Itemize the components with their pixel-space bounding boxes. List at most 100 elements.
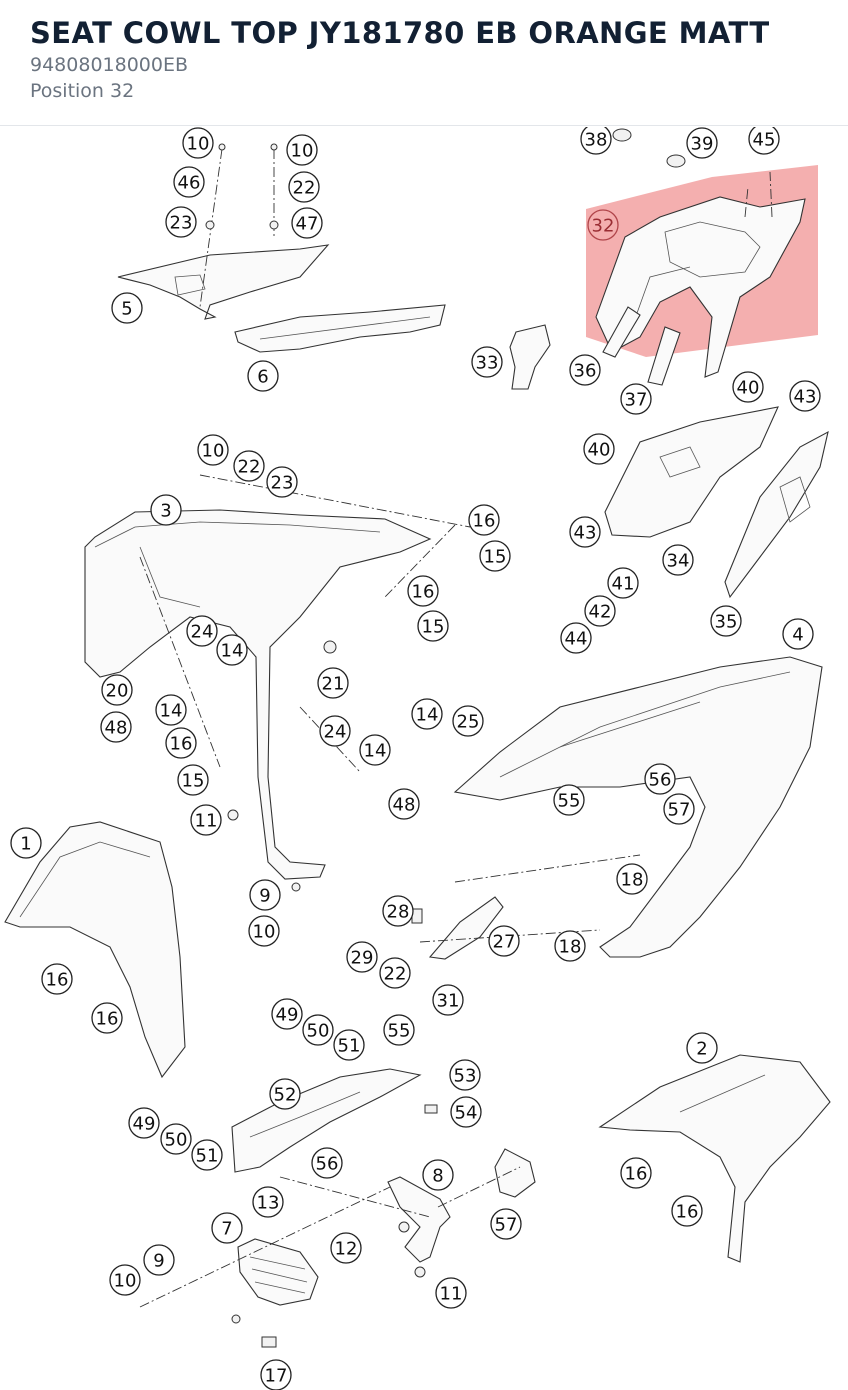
callout-50[interactable]: 50 bbox=[160, 1123, 192, 1155]
callout-10[interactable]: 10 bbox=[197, 434, 229, 466]
callout-1[interactable]: 1 bbox=[10, 827, 42, 859]
callout-37[interactable]: 37 bbox=[620, 383, 652, 415]
part-32-seat-cowl-top[interactable] bbox=[595, 196, 806, 378]
callout-12[interactable]: 12 bbox=[330, 1232, 362, 1264]
callout-57[interactable]: 57 bbox=[663, 793, 695, 825]
callout-14[interactable]: 14 bbox=[155, 694, 187, 726]
callout-10[interactable]: 10 bbox=[182, 127, 214, 159]
part-7-grille[interactable] bbox=[237, 1238, 319, 1306]
callout-11[interactable]: 11 bbox=[435, 1277, 467, 1309]
callout-40[interactable]: 40 bbox=[583, 433, 615, 465]
callout-18[interactable]: 18 bbox=[554, 930, 586, 962]
part-8-bracket[interactable] bbox=[387, 1176, 451, 1263]
callout-13[interactable]: 13 bbox=[252, 1186, 284, 1218]
callout-51[interactable]: 51 bbox=[191, 1139, 223, 1171]
callout-15[interactable]: 15 bbox=[177, 764, 209, 796]
callout-14[interactable]: 14 bbox=[216, 634, 248, 666]
callout-16[interactable]: 16 bbox=[620, 1157, 652, 1189]
callout-10[interactable]: 10 bbox=[109, 1264, 141, 1296]
part-3-front-fairing[interactable] bbox=[84, 509, 432, 880]
callout-23[interactable]: 23 bbox=[165, 206, 197, 238]
callout-28[interactable]: 28 bbox=[382, 895, 414, 927]
callout-8[interactable]: 8 bbox=[422, 1159, 454, 1191]
callout-20[interactable]: 20 bbox=[101, 674, 133, 706]
callout-15[interactable]: 15 bbox=[479, 540, 511, 572]
callout-49[interactable]: 49 bbox=[128, 1107, 160, 1139]
callout-22[interactable]: 22 bbox=[288, 171, 320, 203]
callout-9[interactable]: 9 bbox=[249, 879, 281, 911]
callout-32[interactable]: 32 bbox=[587, 209, 619, 241]
callout-49[interactable]: 49 bbox=[271, 998, 303, 1030]
callout-53[interactable]: 53 bbox=[449, 1059, 481, 1091]
callout-54[interactable]: 54 bbox=[450, 1096, 482, 1128]
callout-34[interactable]: 34 bbox=[662, 544, 694, 576]
callout-51[interactable]: 51 bbox=[333, 1029, 365, 1061]
callout-55[interactable]: 55 bbox=[383, 1014, 415, 1046]
callout-15[interactable]: 15 bbox=[417, 610, 449, 642]
callout-48[interactable]: 48 bbox=[388, 788, 420, 820]
callout-25[interactable]: 25 bbox=[452, 705, 484, 737]
callout-16[interactable]: 16 bbox=[165, 727, 197, 759]
part-2-right-cowl[interactable] bbox=[598, 1054, 831, 1263]
callout-6[interactable]: 6 bbox=[247, 360, 279, 392]
callout-42[interactable]: 42 bbox=[584, 595, 616, 627]
callout-18[interactable]: 18 bbox=[616, 863, 648, 895]
part-1-left-cowl[interactable] bbox=[4, 821, 186, 1079]
part-6-rail-bracket[interactable] bbox=[234, 304, 446, 353]
callout-36[interactable]: 36 bbox=[569, 354, 601, 386]
part-4-rear-side-fairing[interactable] bbox=[453, 656, 823, 958]
callout-14[interactable]: 14 bbox=[359, 734, 391, 766]
callout-10[interactable]: 10 bbox=[248, 915, 280, 947]
callout-35[interactable]: 35 bbox=[710, 605, 742, 637]
callout-16[interactable]: 16 bbox=[671, 1195, 703, 1227]
callout-5[interactable]: 5 bbox=[111, 292, 143, 324]
callout-47[interactable]: 47 bbox=[291, 207, 323, 239]
callout-23[interactable]: 23 bbox=[266, 466, 298, 498]
callout-22[interactable]: 22 bbox=[233, 450, 265, 482]
callout-16[interactable]: 16 bbox=[41, 963, 73, 995]
callout-24[interactable]: 24 bbox=[319, 715, 351, 747]
callout-57[interactable]: 57 bbox=[490, 1208, 522, 1240]
callout-56[interactable]: 56 bbox=[644, 763, 676, 795]
callout-56[interactable]: 56 bbox=[311, 1147, 343, 1179]
part-33-bracket[interactable] bbox=[509, 324, 551, 390]
callout-38[interactable]: 38 bbox=[580, 127, 612, 155]
callout-10[interactable]: 10 bbox=[286, 134, 318, 166]
callout-48[interactable]: 48 bbox=[100, 711, 132, 743]
callout-16[interactable]: 16 bbox=[468, 504, 500, 536]
callout-21[interactable]: 21 bbox=[317, 667, 349, 699]
callout-17[interactable]: 17 bbox=[260, 1359, 292, 1390]
part-57-bracket[interactable] bbox=[494, 1148, 536, 1198]
callout-39[interactable]: 39 bbox=[686, 127, 718, 159]
callout-3[interactable]: 3 bbox=[150, 494, 182, 526]
callout-2[interactable]: 2 bbox=[686, 1032, 718, 1064]
callout-27[interactable]: 27 bbox=[488, 925, 520, 957]
callout-43[interactable]: 43 bbox=[569, 516, 601, 548]
callout-7[interactable]: 7 bbox=[211, 1212, 243, 1244]
callout-29[interactable]: 29 bbox=[346, 941, 378, 973]
callout-4[interactable]: 4 bbox=[782, 618, 814, 650]
callout-50[interactable]: 50 bbox=[302, 1014, 334, 1046]
callout-41[interactable]: 41 bbox=[607, 567, 639, 599]
part-37-clip-strip[interactable] bbox=[647, 326, 681, 386]
callout-11[interactable]: 11 bbox=[190, 804, 222, 836]
callout-44[interactable]: 44 bbox=[560, 622, 592, 654]
callout-52[interactable]: 52 bbox=[269, 1078, 301, 1110]
callout-43[interactable]: 43 bbox=[789, 380, 821, 412]
part-52-lower-bracket[interactable] bbox=[231, 1068, 422, 1173]
callout-33[interactable]: 33 bbox=[471, 346, 503, 378]
callout-55[interactable]: 55 bbox=[553, 784, 585, 816]
callout-22[interactable]: 22 bbox=[379, 957, 411, 989]
part-34-side-panel[interactable] bbox=[604, 406, 779, 538]
callout-46[interactable]: 46 bbox=[173, 166, 205, 198]
callout-31[interactable]: 31 bbox=[432, 984, 464, 1016]
callout-40[interactable]: 40 bbox=[732, 371, 764, 403]
callout-16[interactable]: 16 bbox=[407, 575, 439, 607]
callout-16[interactable]: 16 bbox=[91, 1002, 123, 1034]
callout-9[interactable]: 9 bbox=[143, 1244, 175, 1276]
callout-45[interactable]: 45 bbox=[748, 127, 780, 155]
part-36-small-piece[interactable] bbox=[602, 306, 641, 358]
callout-14[interactable]: 14 bbox=[411, 698, 443, 730]
part-5-side-trim[interactable] bbox=[117, 244, 330, 320]
callout-24[interactable]: 24 bbox=[186, 615, 218, 647]
